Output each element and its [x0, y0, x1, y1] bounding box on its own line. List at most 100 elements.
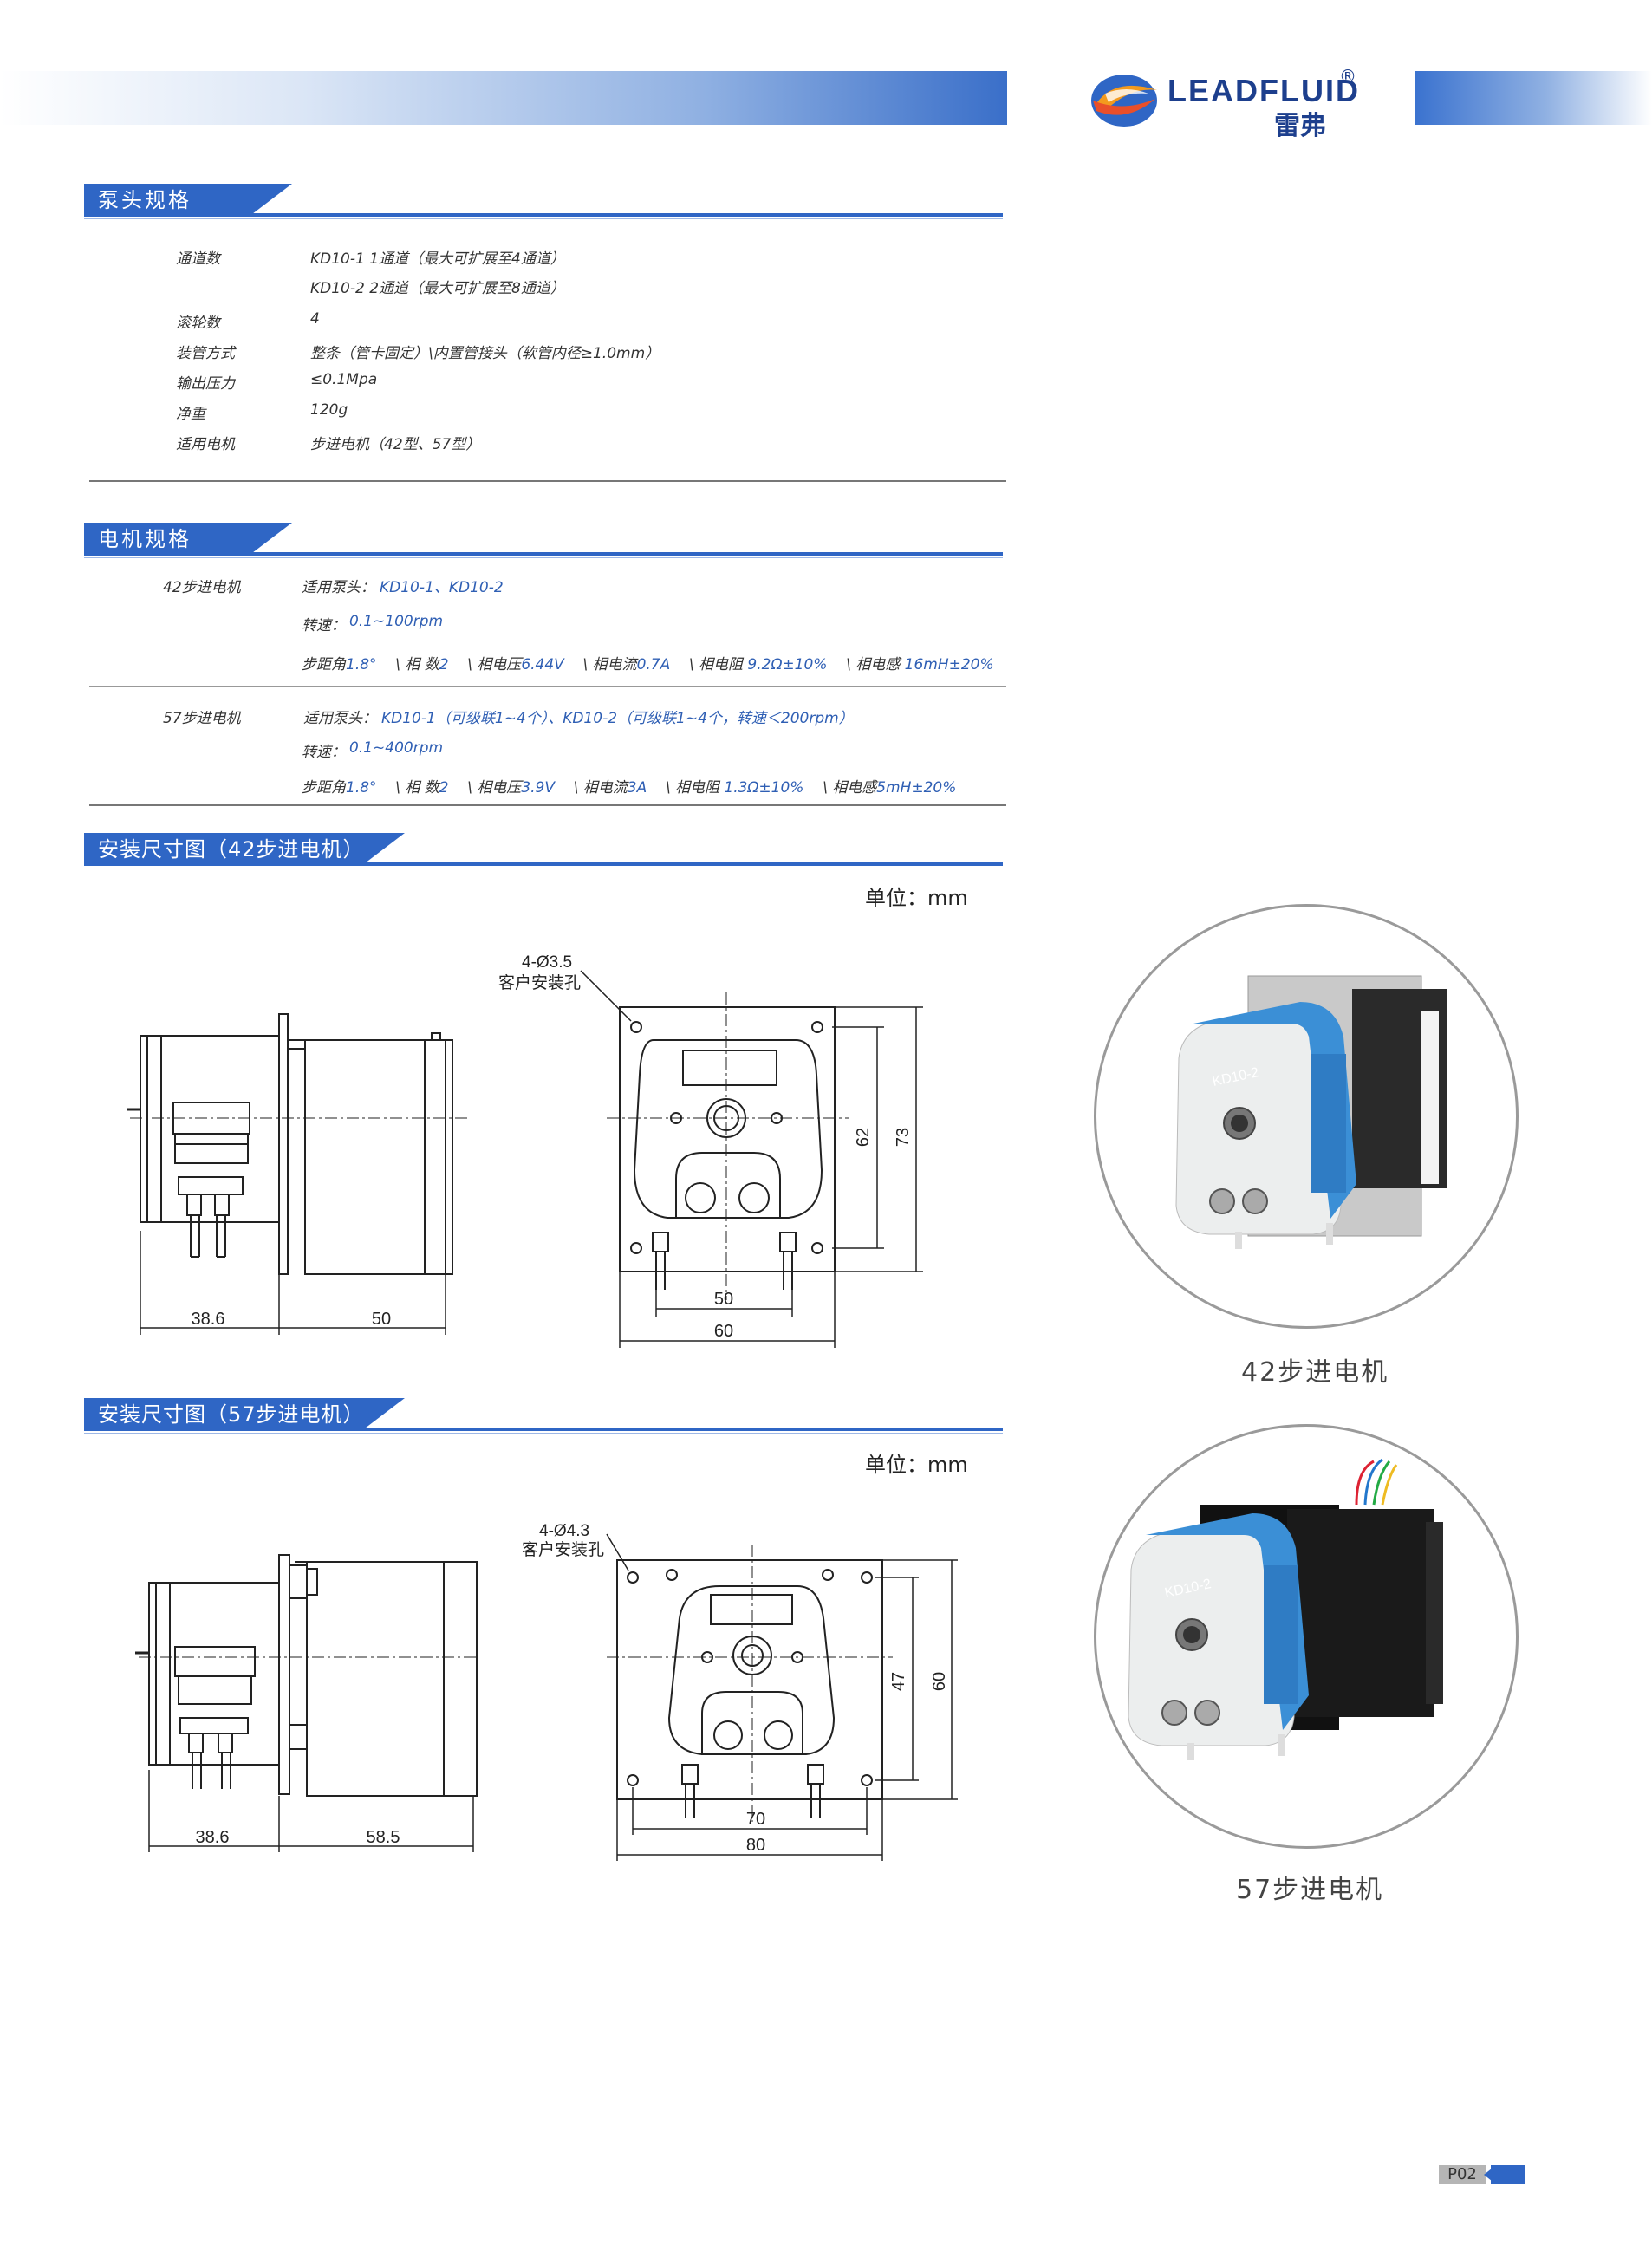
dim-label: 50 — [714, 1290, 733, 1309]
spec-value: KD10-1 1通道（最大可扩展至4通道） — [310, 250, 565, 268]
spec-label: 适用电机 — [176, 436, 235, 453]
spec-value: 步进电机（42型、57型） — [310, 436, 481, 453]
page-number-tag: P02 — [1439, 2165, 1525, 2184]
param-value: 2 — [439, 779, 449, 797]
dim-label: 60 — [930, 1672, 949, 1691]
spec-value: 4 — [310, 310, 320, 328]
param-key: \ 相电阻 — [665, 779, 725, 797]
dim-label: 58.5 — [367, 1828, 400, 1847]
unit-label: 单位：mm — [865, 1453, 968, 1477]
dim-label: 50 — [372, 1310, 391, 1329]
dim-label: 73 — [894, 1128, 913, 1147]
param-key: \ 相电压 — [467, 779, 522, 797]
spec-label: 通道数 — [176, 250, 220, 268]
hole-label: 客户安装孔 — [498, 973, 581, 992]
param-key: \ 相电阻 — [688, 656, 748, 673]
spec-label: 装管方式 — [176, 345, 235, 362]
section-title: 安装尺寸图（57步进电机） — [84, 1398, 364, 1431]
dim-label: 38.6 — [196, 1828, 230, 1847]
param-value: 16mH±20% — [904, 656, 994, 673]
dim-label: 38.6 — [192, 1310, 225, 1329]
param-key: \ 相电流 — [582, 656, 637, 673]
header-band-left — [0, 71, 1007, 125]
param-key: \ 相电感 — [846, 656, 905, 673]
section-title: 泵头规格 — [84, 184, 249, 217]
param-key: \ 相电流 — [573, 779, 628, 797]
header-band-right — [1415, 71, 1652, 125]
chevron-left-icon — [1484, 2165, 1496, 2184]
param-value: 1.8° — [346, 779, 377, 797]
param-value: 5mH±20% — [876, 779, 957, 797]
applicable-value: KD10-1（可级联1~4个）、KD10-2（可级联1~4个，转速＜200rpm… — [381, 710, 854, 727]
dimension-drawing-42: 38.6 50 62 73 50 60 4-Ø3.5 客户安装孔 — [127, 953, 923, 1348]
section-underline-thin — [84, 218, 1003, 219]
brand-name: LEADFLUID — [1167, 73, 1360, 108]
page-number: P02 — [1439, 2165, 1486, 2184]
section-title: 安装尺寸图（42步进电机） — [84, 833, 364, 866]
applicable-label: 适用泵头： — [303, 710, 377, 727]
section-underline — [84, 213, 1003, 217]
param-row: 步距角1.8° \ 相 数2 \ 相电压6.44V \ 相电流0.7A \ 相电… — [302, 652, 994, 673]
spec-value: 120g — [310, 401, 348, 419]
section-underline-thin — [84, 557, 1003, 558]
spec-label: 输出压力 — [176, 375, 235, 393]
spec-value: 整条（管卡固定）\内置管接头（软管内径≥1.0mm） — [310, 345, 660, 362]
param-key: \ 相 数 — [395, 656, 439, 673]
speed-value: 0.1~100rpm — [349, 613, 444, 630]
photo-caption: 57步进电机 — [1236, 1875, 1384, 1905]
spec-value: KD10-2 2通道（最大可扩展至8通道） — [310, 280, 565, 297]
param-key: 步距角 — [302, 779, 346, 797]
logo-mark-icon — [1091, 75, 1157, 127]
param-value: 2 — [439, 656, 449, 673]
hole-note: 4-Ø3.5 — [522, 953, 572, 972]
dim-label: 60 — [714, 1322, 733, 1341]
dim-label: 62 — [854, 1128, 873, 1147]
param-key: \ 相 数 — [395, 779, 439, 797]
divider — [89, 686, 1006, 687]
applicable-value: KD10-1、KD10-2 — [380, 579, 504, 596]
divider — [89, 804, 1006, 806]
dim-label: 80 — [746, 1836, 765, 1855]
product-photo-57: KD10-2 — [1094, 1424, 1519, 1849]
param-value: 0.7A — [636, 656, 671, 673]
param-key: 步距角 — [302, 656, 346, 673]
section-underline — [84, 1428, 1003, 1431]
dim-label: 70 — [746, 1810, 765, 1829]
spec-label: 净重 — [176, 406, 205, 423]
pump-photo-42: KD10-2 — [1175, 975, 1447, 1249]
speed-value: 0.1~400rpm — [349, 739, 444, 757]
param-value: 9.2Ω±10% — [747, 656, 828, 673]
param-value: 1.8° — [346, 656, 377, 673]
param-value: 1.3Ω±10% — [724, 779, 804, 797]
dimension-drawing-57: 38.6 58.5 47 60 70 80 4-Ø4.3 客户安装孔 — [135, 1522, 958, 1861]
page-tag-bar — [1491, 2165, 1525, 2184]
speed-label: 转速： — [302, 617, 346, 634]
divider — [89, 480, 1006, 482]
param-key: \ 相电压 — [467, 656, 522, 673]
registered-mark: ® — [1339, 66, 1356, 87]
photo-caption: 42步进电机 — [1241, 1357, 1389, 1388]
unit-label: 单位：mm — [865, 886, 968, 910]
param-value: 3A — [627, 779, 647, 797]
spec-value: ≤0.1Mpa — [310, 371, 378, 388]
section-underline — [84, 552, 1003, 556]
brand-logo: LEADFLUID ® 雷弗 — [1088, 66, 1365, 141]
motor-label: 57步进电机 — [163, 710, 241, 727]
section-title: 电机规格 — [84, 523, 249, 556]
param-value: 6.44V — [521, 656, 564, 673]
speed-label: 转速： — [302, 744, 346, 761]
param-value: 3.9V — [521, 779, 555, 797]
param-row: 步距角1.8° \ 相 数2 \ 相电压3.9V \ 相电流3A \ 相电阻 1… — [302, 775, 956, 797]
motor-label: 42步进电机 — [163, 579, 241, 596]
spec-label: 滚轮数 — [176, 315, 220, 332]
section-underline-thin — [84, 1433, 1003, 1434]
param-key: \ 相电感 — [823, 779, 877, 797]
dim-label: 47 — [889, 1672, 908, 1691]
hole-label: 客户安装孔 — [522, 1540, 604, 1559]
section-underline — [84, 862, 1003, 866]
brand-name-cn: 雷弗 — [1274, 111, 1326, 141]
hole-note: 4-Ø4.3 — [539, 1522, 589, 1540]
applicable-label: 适用泵头： — [302, 579, 375, 596]
pump-photo-57: KD10-2 — [1128, 1458, 1443, 1760]
product-photo-42: KD10-2 — [1094, 904, 1519, 1329]
